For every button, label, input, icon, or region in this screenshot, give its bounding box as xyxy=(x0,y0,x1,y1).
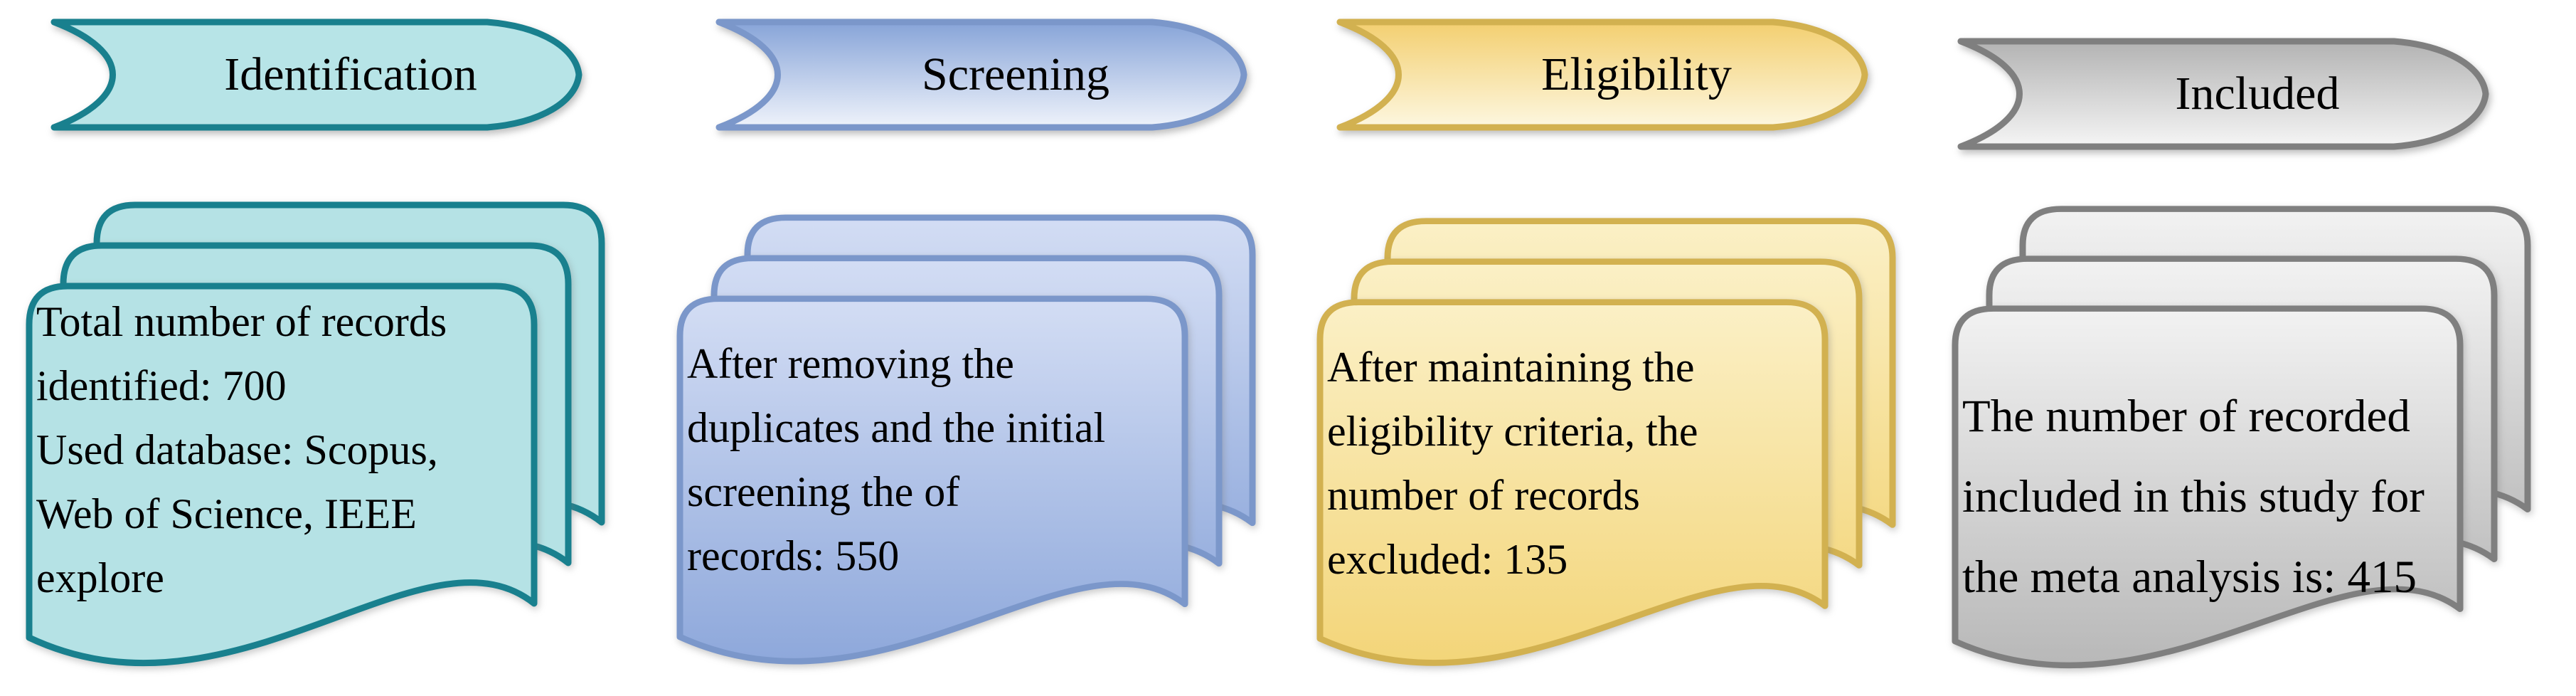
identification-card-front xyxy=(26,283,538,667)
text-line: Used database: Scopus, xyxy=(36,426,438,473)
identification-column: Identification Total number of records i… xyxy=(0,0,644,696)
text-line: After maintaining the xyxy=(1327,344,1695,391)
text-line: records: 550 xyxy=(687,532,900,579)
included-column: Included The number of recorded included… xyxy=(1931,0,2575,696)
text-line: excluded: 135 xyxy=(1327,536,1568,583)
text-line: After removing the xyxy=(687,340,1014,387)
eligibility-card-front xyxy=(1316,299,1829,666)
text-line: identified: 700 xyxy=(36,362,287,409)
text-line: included in this study for xyxy=(1962,471,2425,522)
identification-banner-shape xyxy=(50,19,582,131)
eligibility-column: Eligibility After maintaining the eligib… xyxy=(1287,0,1931,696)
text-line: Web of Science, IEEE xyxy=(36,490,417,537)
text-line: The number of recorded xyxy=(1962,391,2410,442)
eligibility-card-text: After maintaining the eligibility criter… xyxy=(1327,335,1825,591)
text-line: explore xyxy=(36,554,164,601)
text-line: eligibility criteria, the xyxy=(1327,408,1698,455)
identification-card-text: Total number of records identified: 700 … xyxy=(36,290,534,610)
screening-column: Screening After removing the duplicates … xyxy=(644,0,1287,696)
screening-card-front xyxy=(676,295,1188,665)
included-banner-shape xyxy=(1957,38,2489,150)
screening-card-text: After removing the duplicates and the in… xyxy=(687,332,1185,588)
text-line: number of records xyxy=(1327,472,1640,519)
text-line: the meta analysis is: 415 xyxy=(1962,552,2417,603)
included-card-front xyxy=(1952,305,2464,669)
text-line: screening the of xyxy=(687,468,960,515)
eligibility-banner-shape xyxy=(1336,19,1868,131)
text-line: Total number of records xyxy=(36,298,447,345)
screening-banner-shape xyxy=(715,19,1247,131)
included-card-text: The number of recorded included in this … xyxy=(1962,376,2460,618)
text-line: duplicates and the initial xyxy=(687,404,1106,451)
